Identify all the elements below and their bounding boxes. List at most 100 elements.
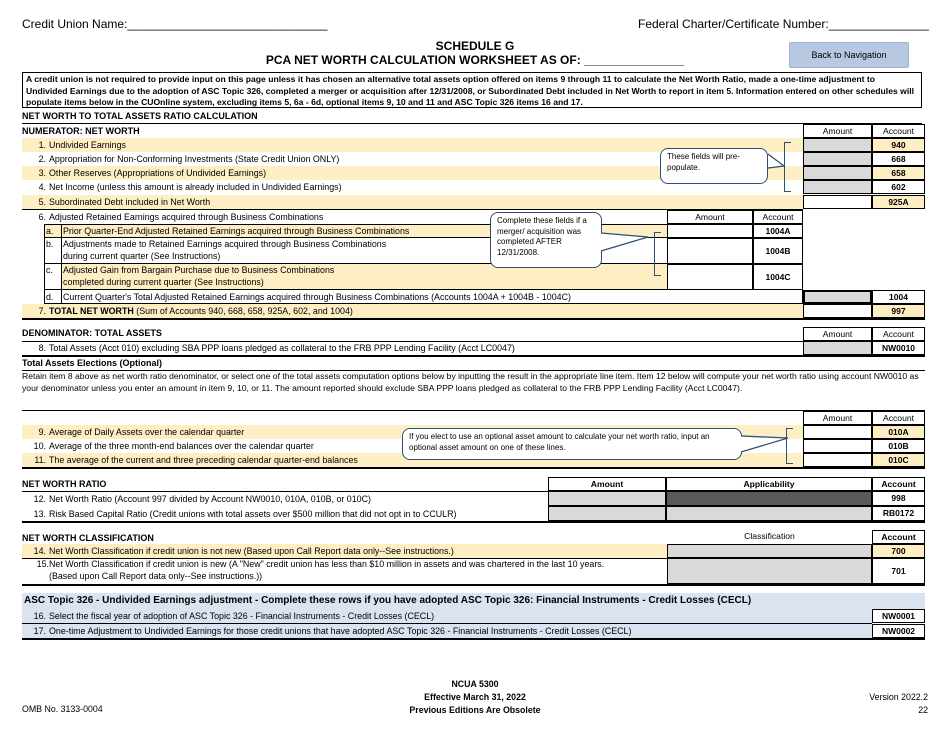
item-13-row: 13.Risk Based Capital Ratio (Credit unio… <box>22 507 548 521</box>
account-code-rb0172: RB0172 <box>872 506 925 521</box>
amount-input-997[interactable] <box>803 304 872 318</box>
item-6d-letter: d. <box>46 292 54 302</box>
classification-input-700[interactable] <box>667 544 872 558</box>
amount-input-1004b[interactable] <box>667 238 753 264</box>
classification-heading: NET WORTH CLASSIFICATION <box>22 533 154 543</box>
amount-input-658[interactable] <box>803 166 872 180</box>
amount-header: Amount <box>548 477 666 491</box>
row-number: 3. <box>38 168 46 178</box>
intro-instructions: A credit union is not required to provid… <box>22 72 922 108</box>
account-code-997: 997 <box>872 304 925 318</box>
row-number: 5. <box>38 197 46 207</box>
item-6c-label-2: completed during current quarter (See In… <box>63 277 264 287</box>
amount-input-010b[interactable] <box>803 439 872 453</box>
row-label: Appropriation for Non-Conforming Investm… <box>49 154 340 164</box>
optional-asset-callout: If you elect to use an optional asset am… <box>402 428 742 460</box>
account-code-010c: 010C <box>872 453 925 467</box>
account-code-nw0002: NW0002 <box>872 624 925 638</box>
account-code-1004a: 1004A <box>753 224 803 238</box>
amount-input-1004[interactable] <box>803 290 872 304</box>
row-number: 14. <box>33 546 46 556</box>
item-17-row: 17.One-time Adjustment to Undivided Earn… <box>22 624 872 638</box>
applicability-998 <box>666 491 872 506</box>
amount-input-010a[interactable] <box>803 425 872 439</box>
denominator-heading: DENOMINATOR: TOTAL ASSETS <box>22 328 162 338</box>
elections-heading: Total Assets Elections (Optional) <box>22 358 163 368</box>
item-6a-letter: a. <box>46 226 54 236</box>
item6-amount-header: Amount <box>667 210 753 224</box>
account-header: Account <box>872 530 925 544</box>
row-label: The average of the current and three pre… <box>49 455 358 465</box>
row-number: 6. <box>38 212 46 222</box>
item-6-row: 6.Adjusted Retained Earnings acquired th… <box>22 210 662 224</box>
account-header: Account <box>872 327 925 341</box>
row-label: Adjusted Retained Earnings acquired thro… <box>49 212 324 222</box>
row-number: 2. <box>38 154 46 164</box>
federal-charter-field: Federal Charter/Certificate Number:_____… <box>638 17 929 31</box>
merger-callout: Complete these fields if a merger/ acqui… <box>490 212 602 268</box>
account-code-010a: 010A <box>872 425 925 439</box>
applicability-input-rb0172[interactable] <box>666 506 872 521</box>
account-code-1004: 1004 <box>872 290 925 304</box>
net-worth-ratio-heading: NET WORTH RATIO <box>22 479 107 489</box>
omb-number: OMB No. 3133-0004 <box>22 704 103 714</box>
item-6d-label: Current Quarter's Total Adjusted Retaine… <box>63 292 571 302</box>
account-header: Account <box>872 477 925 491</box>
row-label: Net Worth Ratio (Account 997 divided by … <box>49 494 371 504</box>
row-label: Net Income (unless this amount is alread… <box>49 182 342 192</box>
item-15-label: Net Worth Classification if credit union… <box>49 559 605 569</box>
item-8-row: 8.Total Assets (Acct 010) excluding SBA … <box>22 341 803 355</box>
numerator-row-3: 3.Other Reserves (Appropriations of Undi… <box>22 166 803 180</box>
item-6d-row <box>44 290 803 304</box>
row-number: 8. <box>38 343 46 353</box>
row-label: Risk Based Capital Ratio (Credit unions … <box>49 509 457 519</box>
account-code-1004c: 1004C <box>753 264 803 290</box>
amount-input-nw0010[interactable] <box>803 341 872 355</box>
ratio-section-heading: NET WORTH TO TOTAL ASSETS RATIO CALCULAT… <box>22 111 258 121</box>
item-12-row: 12.Net Worth Ratio (Account 997 divided … <box>22 492 548 506</box>
amount-input-rb0172[interactable] <box>548 506 666 521</box>
total-net-worth-label: TOTAL NET WORTH <box>49 306 134 316</box>
amount-input-1004c[interactable] <box>667 264 753 290</box>
total-net-worth-row: 7.TOTAL NET WORTH (Sum of Accounts 940, … <box>22 304 803 318</box>
amount-input-668[interactable] <box>803 152 872 166</box>
account-code-940: 940 <box>872 138 925 152</box>
numerator-row-2: 2.Appropriation for Non-Conforming Inves… <box>22 152 803 166</box>
row-label: Total Assets (Acct 010) excluding SBA PP… <box>49 343 515 353</box>
amount-input-998[interactable] <box>548 491 666 506</box>
account-code-602: 602 <box>872 180 925 194</box>
account-code-010b: 010B <box>872 439 925 453</box>
account-code-nw0001: NW0001 <box>872 609 925 623</box>
worksheet-title: PCA NET WORTH CALCULATION WORKSHEET AS O… <box>265 53 685 67</box>
schedule-title: SCHEDULE G <box>435 39 515 53</box>
item-6c-letter: c. <box>46 265 53 275</box>
item-6c-row <box>44 264 667 290</box>
account-header: Account <box>872 124 925 138</box>
back-to-navigation-button[interactable]: Back to Navigation <box>789 42 909 68</box>
classification-input-701[interactable] <box>667 558 872 584</box>
row-number: 15. <box>36 559 49 569</box>
amount-input-602[interactable] <box>803 180 872 194</box>
row-label: Net Worth Classification if credit union… <box>49 546 454 556</box>
item-6c-highlight <box>61 264 667 289</box>
item-6a-label: Prior Quarter-End Adjusted Retained Earn… <box>63 226 410 236</box>
elections-text: Retain item 8 above as net worth ratio d… <box>22 371 919 393</box>
row-number: 17. <box>33 626 46 636</box>
account-code-700: 700 <box>872 544 925 558</box>
item-6b-label-2: during current quarter (See Instructions… <box>63 251 221 261</box>
row-number: 13. <box>33 509 46 519</box>
amount-input-1004a[interactable] <box>667 224 753 238</box>
amount-input-940[interactable] <box>803 138 872 152</box>
account-code-668: 668 <box>872 152 925 166</box>
obsolete-note: Previous Editions Are Obsolete <box>409 705 541 715</box>
applicability-header: Applicability <box>666 477 872 491</box>
amount-input-925a[interactable] <box>803 195 872 209</box>
version-label: Version 2022.2 <box>869 692 928 702</box>
item-6b-row <box>44 238 667 264</box>
form-number: NCUA 5300 <box>451 679 499 689</box>
account-code-658: 658 <box>872 166 925 180</box>
optional-asset-bracket <box>786 428 793 464</box>
amount-input-010c[interactable] <box>803 453 872 467</box>
row-number: 12. <box>33 494 46 504</box>
row-label: Select the fiscal year of adoption of AS… <box>49 611 435 621</box>
